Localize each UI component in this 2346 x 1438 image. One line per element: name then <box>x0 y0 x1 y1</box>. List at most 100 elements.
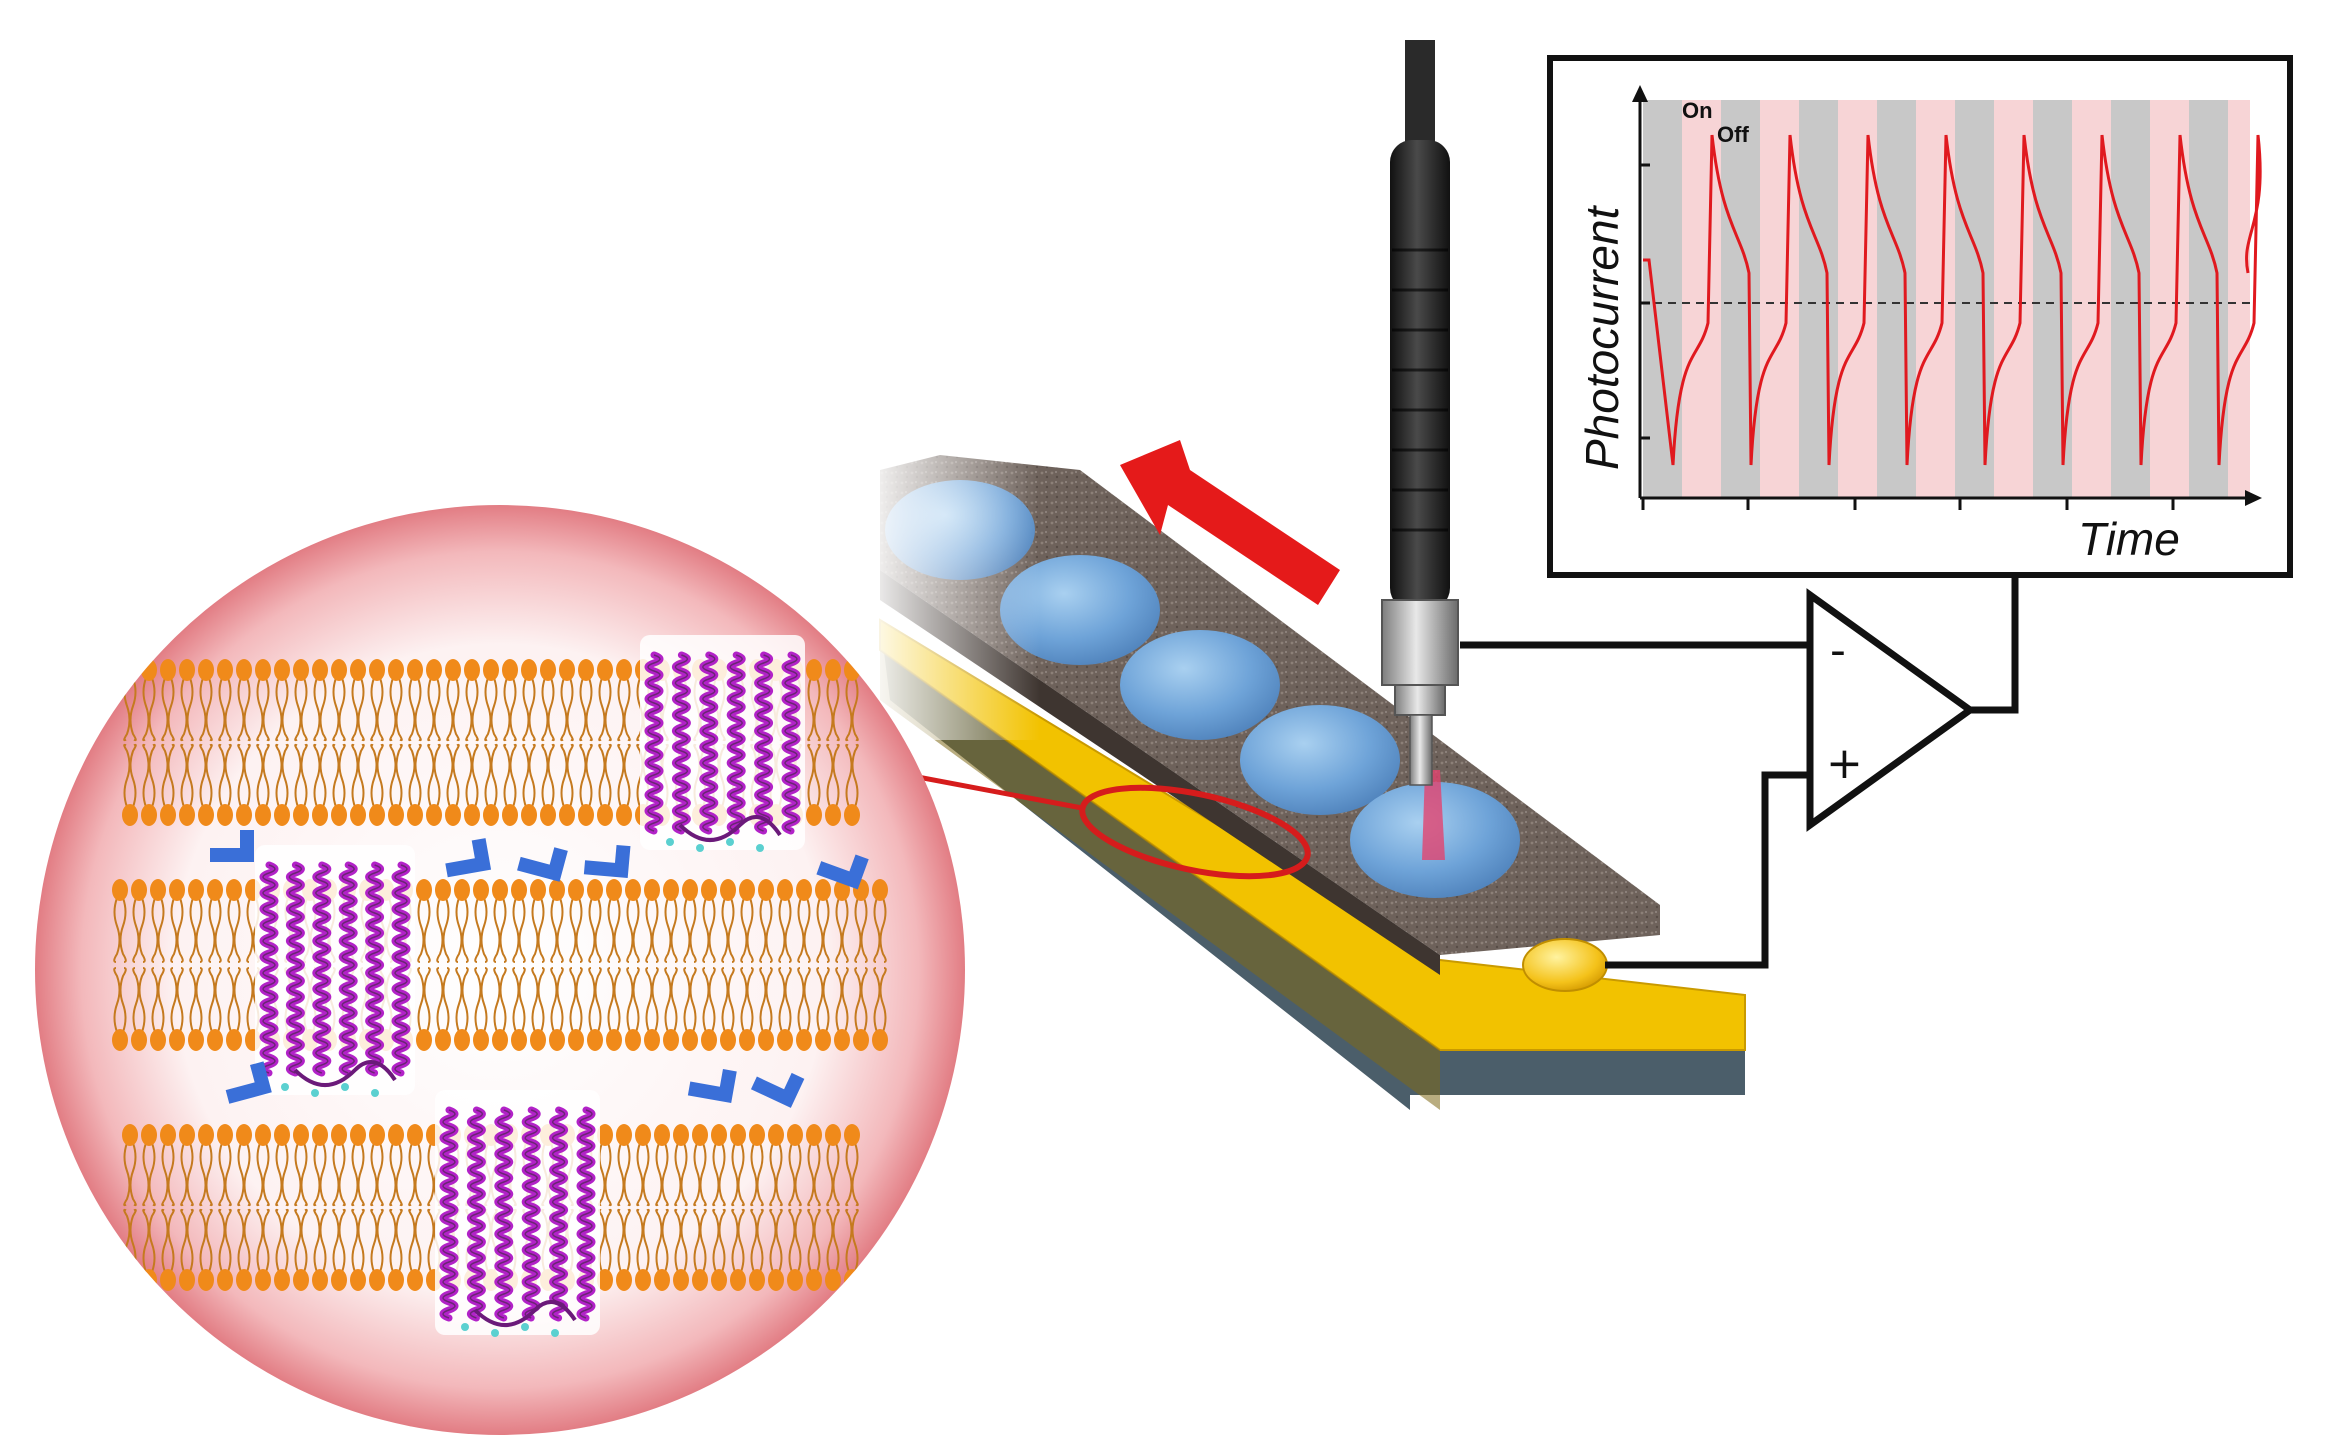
lipid-tail <box>841 967 849 1033</box>
lipid-tail <box>243 1142 251 1207</box>
lipid-tail <box>243 743 251 808</box>
lipid-head <box>236 1269 252 1291</box>
lipid-tail <box>661 1142 669 1207</box>
lipid-tail <box>281 677 289 742</box>
lipid-tail <box>642 1208 650 1273</box>
lipid-head <box>578 659 594 681</box>
lipid-tail <box>708 967 716 1033</box>
lipid-tail <box>461 967 469 1033</box>
lipid-head <box>682 1029 698 1051</box>
ion-dot <box>666 838 674 846</box>
lipid-tail <box>319 1208 327 1273</box>
lipid-tail <box>851 1208 859 1273</box>
lipid-head <box>758 1029 774 1051</box>
lipid-tail <box>300 677 308 742</box>
lipid-head <box>198 659 214 681</box>
lipid-tail <box>803 897 811 963</box>
ion-dot <box>756 844 764 852</box>
lipid-head <box>122 1124 138 1146</box>
lipid-head <box>464 804 480 826</box>
alpha-helix-outline <box>674 654 689 832</box>
lipid-tail <box>490 743 498 808</box>
lipid-head <box>720 1029 736 1051</box>
lipid-tail <box>813 677 821 742</box>
photocurrent-trace <box>1643 134 2262 466</box>
lipid-head <box>692 1124 708 1146</box>
lipid-tail <box>376 677 384 742</box>
lipid-head <box>179 1269 195 1291</box>
lipid-head <box>597 1269 613 1291</box>
lipid-head <box>825 1124 841 1146</box>
lipid-head <box>416 1029 432 1051</box>
lipid-tail <box>176 897 184 963</box>
lipid-tail <box>594 897 602 963</box>
lipid-head <box>483 659 499 681</box>
ligand-molecule <box>225 1061 272 1104</box>
lipid-head <box>188 879 204 901</box>
lipid-head <box>644 879 660 901</box>
lipid-tail <box>613 967 621 1033</box>
lipid-head <box>815 1029 831 1051</box>
lipid-tail <box>765 897 773 963</box>
lipid-head <box>236 1124 252 1146</box>
probe-nut <box>1381 599 1459 686</box>
lipid-tail <box>205 1208 213 1273</box>
lipid-head <box>739 1029 755 1051</box>
lipid-head <box>160 804 176 826</box>
lipid-tail <box>433 743 441 808</box>
lipid-head <box>502 804 518 826</box>
lipid-tail <box>784 897 792 963</box>
lipid-tail <box>528 677 536 742</box>
lipid-head <box>122 659 138 681</box>
alpha-helix-outline <box>647 654 661 832</box>
lipid-head <box>473 879 489 901</box>
lipid-tail <box>224 1208 232 1273</box>
lipid-tail <box>841 897 849 963</box>
lipid-head <box>654 1269 670 1291</box>
lipid-tail <box>746 897 754 963</box>
alpha-helix-outline <box>756 654 771 832</box>
lipid-tail <box>338 1208 346 1273</box>
membrane-proteins <box>255 635 805 1337</box>
amplifier-plus-label: + <box>1826 738 1863 789</box>
lipid-tail <box>148 1208 156 1273</box>
lipid-head <box>293 1124 309 1146</box>
lipid-tail <box>718 1208 726 1273</box>
lipid-head <box>274 659 290 681</box>
lipid-tail <box>148 743 156 808</box>
lipid-head <box>388 804 404 826</box>
ion-dot <box>281 1083 289 1091</box>
lipid-tail <box>765 967 773 1033</box>
lipid-head <box>635 1269 651 1291</box>
lipid-tail <box>689 967 697 1033</box>
lipid-tail <box>670 897 678 963</box>
alpha-helix-outline <box>729 654 743 832</box>
lipid-head <box>616 804 632 826</box>
lipid-head <box>758 879 774 901</box>
lipid-head <box>188 1029 204 1051</box>
zoom-marker-ellipse <box>1079 784 1311 880</box>
lipid-tail <box>651 897 659 963</box>
ion-dot <box>491 1329 499 1337</box>
lipid-head <box>511 1029 527 1051</box>
lipid-tail <box>604 1208 612 1273</box>
alpha-helix-outline <box>315 864 329 1074</box>
lipid-head <box>530 1029 546 1051</box>
lipid-head <box>568 879 584 901</box>
lipid-head <box>169 1029 185 1051</box>
lipid-tail <box>708 897 716 963</box>
lipid-head <box>777 879 793 901</box>
ligand-molecule <box>445 838 492 878</box>
ligand-molecule <box>583 844 631 879</box>
lipid-tail <box>699 1208 707 1273</box>
lipid-tail <box>357 1208 365 1273</box>
lipid-head <box>150 879 166 901</box>
lipid-head <box>122 804 138 826</box>
lipid-head <box>787 1124 803 1146</box>
lipid-tail <box>518 897 526 963</box>
lipid-head <box>293 659 309 681</box>
droplet <box>1120 630 1280 740</box>
y-axis-arrowhead <box>1632 85 1648 102</box>
band-light-off <box>2228 100 2250 498</box>
lipid-head <box>597 1124 613 1146</box>
